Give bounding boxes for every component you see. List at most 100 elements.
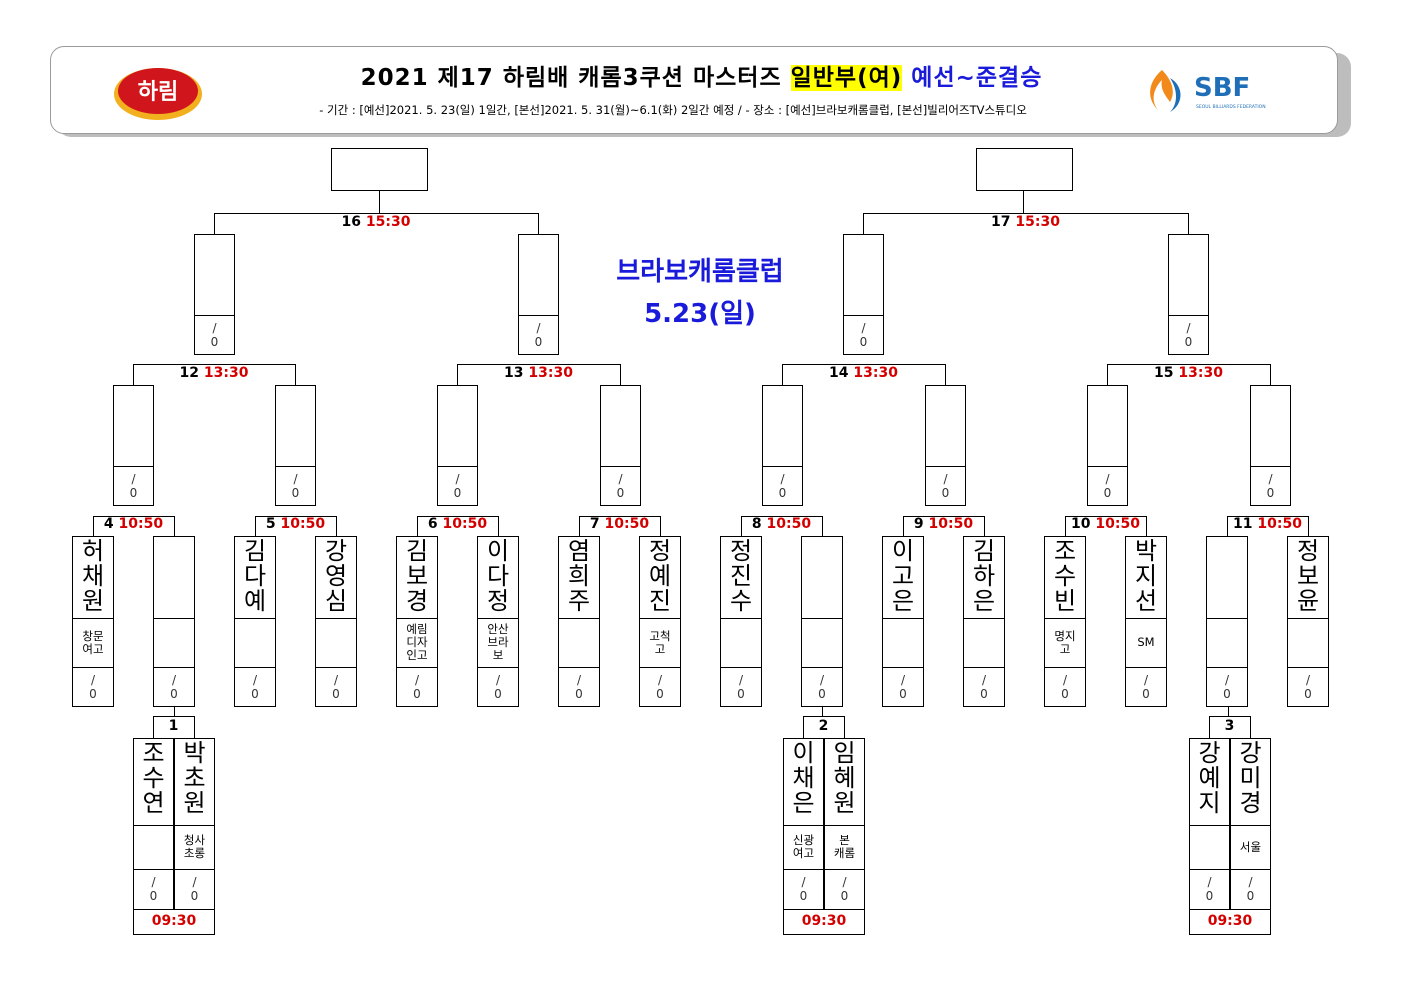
match-label: 2 [803,718,844,734]
name-char: 주 [567,587,591,615]
player-box: /0 [153,536,195,707]
sbf-logo-subtext: SEOUL BILLIARDS FEDERATION [1196,104,1266,110]
bracket-line [133,364,134,385]
score-slash: / [819,673,825,687]
score-value: /0 [235,673,275,701]
affiliation-line: 신광 [792,833,815,847]
name-char: 심 [324,587,348,615]
name-char: 진 [648,587,672,615]
score-value: /0 [844,321,883,349]
bracket-line [93,516,94,536]
match-label: 6 10:50 [398,516,518,532]
name-char: 연 [142,789,165,817]
affiliation-line: 고척 [649,628,671,643]
score-number: 0 [941,486,950,500]
affiliation-line: 명지 [1054,628,1076,643]
score-value: /0 [926,472,965,500]
title-main: 2021 제17 하림배 캐롬3쿠션 마스터즈 [360,65,791,91]
score-value: /0 [114,472,153,500]
divider [1288,667,1328,668]
bracket-line [1308,516,1309,536]
score-value: /0 [154,673,194,701]
match-time: 13:30 [853,365,898,381]
score-slash: / [738,673,744,687]
winner-box: /0 [762,385,803,506]
title-division: 일반부(여) [790,65,903,91]
score-slash: / [192,875,197,889]
match-number: 5 [265,516,281,532]
score-slash: / [900,673,906,687]
divider [1045,618,1085,619]
name-char: 경 [405,587,429,615]
venue-name: 브라보캐롬클럽 [616,257,784,287]
divider [721,667,761,668]
name-char: 예 [1198,764,1221,792]
divider [825,869,864,870]
name-char: 수 [1053,562,1077,590]
score-number: 0 [291,486,300,500]
divider [73,618,113,619]
match-time: 13:30 [1178,365,1223,381]
name-char: 허 [81,537,105,565]
divider [1169,315,1208,316]
score-slash: / [1105,472,1110,486]
score-number: 0 [616,486,625,500]
score-slash: / [252,673,258,687]
score-number: 0 [149,889,158,903]
divider [1251,466,1290,467]
match-time: 10:50 [766,516,812,532]
divider [1288,618,1328,619]
divider [721,618,761,619]
winner-box: /0 [518,234,559,355]
bracket-line [1107,364,1271,365]
name-char: 진 [729,562,753,590]
divider [883,667,923,668]
match-label: 4 10:50 [74,516,194,532]
name-char: 은 [792,789,815,817]
score-number: 0 [840,889,849,903]
bracket-line [255,516,337,517]
affiliation-line: 서울 [1239,839,1262,854]
harim-logo-text: 하림 [138,80,178,105]
bracket-line [1065,516,1147,517]
bracket-line [863,213,1189,214]
name-char: 채 [81,562,105,590]
winner-box: /0 [600,385,641,506]
bracket-line [1146,516,1147,536]
score-value: /0 [601,472,640,500]
match-number: 14 [829,365,854,381]
name-char: 경 [1239,789,1262,817]
score-number: 0 [89,687,97,701]
match-time: 15:30 [1015,214,1060,230]
score-slash: / [333,673,339,687]
name-char: 정 [729,537,753,565]
name-char: 고 [891,562,915,590]
divider [784,825,823,826]
prelim-time: 09:30 [134,908,214,934]
match-time: 15:30 [365,214,411,230]
divider [438,466,477,467]
score-slash: / [801,875,806,889]
score-value: /0 [763,472,802,500]
player-affiliation: SM [1126,636,1166,649]
name-char: 혜 [833,764,856,792]
divider [316,667,356,668]
score-value: /0 [175,875,214,903]
name-char: 강 [1198,739,1221,767]
score-slash: / [861,321,866,335]
affiliation-line: 디자 [406,635,428,649]
score-number: 0 [1266,486,1275,500]
divider [1126,618,1166,619]
winner-box: /0 [843,234,884,355]
